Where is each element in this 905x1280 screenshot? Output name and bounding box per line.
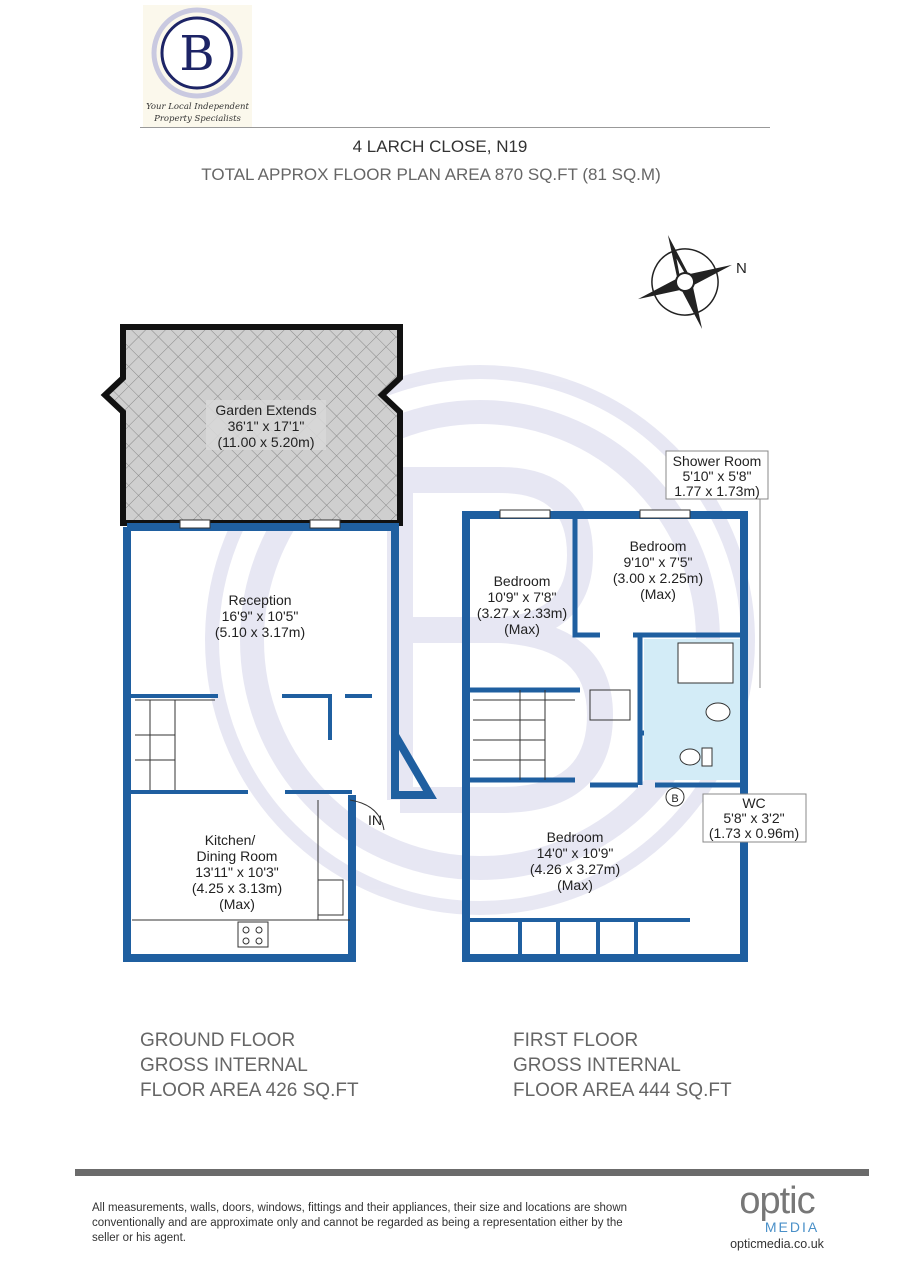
svg-text:(Max): (Max) xyxy=(504,621,540,637)
svg-text:(5.10 x 3.17m): (5.10 x 3.17m) xyxy=(215,624,305,640)
logo-emblem: B xyxy=(151,7,243,99)
first-floor-area: FIRST FLOOR GROSS INTERNAL FLOOR AREA 44… xyxy=(513,1028,732,1103)
compass-icon xyxy=(638,235,732,329)
svg-text:B: B xyxy=(671,793,678,805)
disclaimer: All measurements, walls, doors, windows,… xyxy=(92,1202,628,1244)
first-floor-sqft: FLOOR AREA 444 SQ.FT xyxy=(513,1080,732,1101)
svg-text:Reception: Reception xyxy=(228,592,291,608)
ground-floor-gross: GROSS INTERNAL xyxy=(140,1055,308,1076)
svg-text:(11.00 x 5.20m): (11.00 x 5.20m) xyxy=(217,434,314,450)
svg-text:(Max): (Max) xyxy=(557,877,593,893)
header-divider xyxy=(140,127,770,128)
optic-media-logo: optic MEDIA opticmedia.co.uk xyxy=(722,1180,832,1251)
svg-text:13'11" x 10'3": 13'11" x 10'3" xyxy=(195,864,279,880)
svg-text:(3.27 x 2.33m): (3.27 x 2.33m) xyxy=(477,605,567,621)
svg-text:36'1" x 17'1": 36'1" x 17'1" xyxy=(228,418,305,434)
shower-room-callout xyxy=(665,450,807,843)
brand-wordmark: optic xyxy=(739,1180,815,1222)
svg-text:Shower Room: Shower Room xyxy=(673,453,762,469)
compass-north-label: N xyxy=(736,260,747,277)
ground-floor-labels: Reception 16'9" x 10'5" (5.10 x 3.17m) K… xyxy=(192,592,382,912)
svg-text:16'9" x 10'5": 16'9" x 10'5" xyxy=(222,608,299,624)
svg-text:5'10" x 5'8": 5'10" x 5'8" xyxy=(683,468,752,484)
svg-text:Bedroom: Bedroom xyxy=(547,829,604,845)
svg-text:(4.26 x 3.27m): (4.26 x 3.27m) xyxy=(530,861,620,877)
svg-text:Garden Extends: Garden Extends xyxy=(215,402,316,418)
garden-area: Garden Extends 36'1" x 17'1" (11.00 x 5.… xyxy=(100,324,403,526)
ground-floor-sqft: FLOOR AREA 426 SQ.FT xyxy=(140,1080,359,1101)
svg-text:14'0" x 10'9": 14'0" x 10'9" xyxy=(537,845,614,861)
ground-floor-fixtures xyxy=(132,519,385,948)
floor-plan: N Garden Extends 36'1" x 17'1" (11.00 x … xyxy=(100,235,807,962)
ground-floor-title: GROUND FLOOR xyxy=(140,1030,296,1051)
svg-text:1.77 x 1.73m): 1.77 x 1.73m) xyxy=(674,483,760,499)
svg-text:Kitchen/: Kitchen/ xyxy=(205,832,256,848)
first-floor-gross: GROSS INTERNAL xyxy=(513,1055,681,1076)
agency-logo: B Your Local Independent Property Specia… xyxy=(143,5,252,127)
svg-text:(3.00 x 2.25m): (3.00 x 2.25m) xyxy=(613,570,703,586)
svg-text:(Max): (Max) xyxy=(640,586,676,602)
website-link[interactable]: opticmedia.co.uk xyxy=(730,1237,824,1251)
first-floor-fixtures xyxy=(473,509,734,807)
svg-text:WC: WC xyxy=(742,795,765,811)
svg-text:Dining Room: Dining Room xyxy=(197,848,278,864)
svg-text:10'9" x 7'8": 10'9" x 7'8" xyxy=(488,589,557,605)
svg-text:IN: IN xyxy=(368,812,382,828)
logo-tagline-1: Your Local Independent xyxy=(146,102,249,112)
brand-sub: MEDIA xyxy=(764,1219,820,1235)
logo-tagline-2: Property Specialists xyxy=(154,114,241,124)
svg-text:(Max): (Max) xyxy=(219,896,255,912)
first-floor-title: FIRST FLOOR xyxy=(513,1030,639,1051)
footer-divider xyxy=(75,1169,869,1176)
ground-floor-plan xyxy=(123,523,437,962)
svg-text:(1.73 x 0.96m): (1.73 x 0.96m) xyxy=(709,825,799,841)
svg-text:Bedroom: Bedroom xyxy=(630,538,687,554)
first-floor-labels: Bedroom 10'9" x 7'8" (3.27 x 2.33m) (Max… xyxy=(477,453,799,893)
svg-text:9'10" x 7'5": 9'10" x 7'5" xyxy=(624,554,693,570)
svg-text:B: B xyxy=(179,26,214,82)
first-floor-plan xyxy=(462,511,748,962)
svg-text:Bedroom: Bedroom xyxy=(494,573,551,589)
total-area: TOTAL APPROX FLOOR PLAN AREA 870 SQ.FT (… xyxy=(201,165,661,184)
ground-floor-area: GROUND FLOOR GROSS INTERNAL FLOOR AREA 4… xyxy=(140,1028,359,1103)
svg-text:(4.25 x 3.13m): (4.25 x 3.13m) xyxy=(192,880,282,896)
svg-text:5'8" x 3'2": 5'8" x 3'2" xyxy=(723,810,784,826)
property-address: 4 LARCH CLOSE, N19 xyxy=(352,137,528,156)
